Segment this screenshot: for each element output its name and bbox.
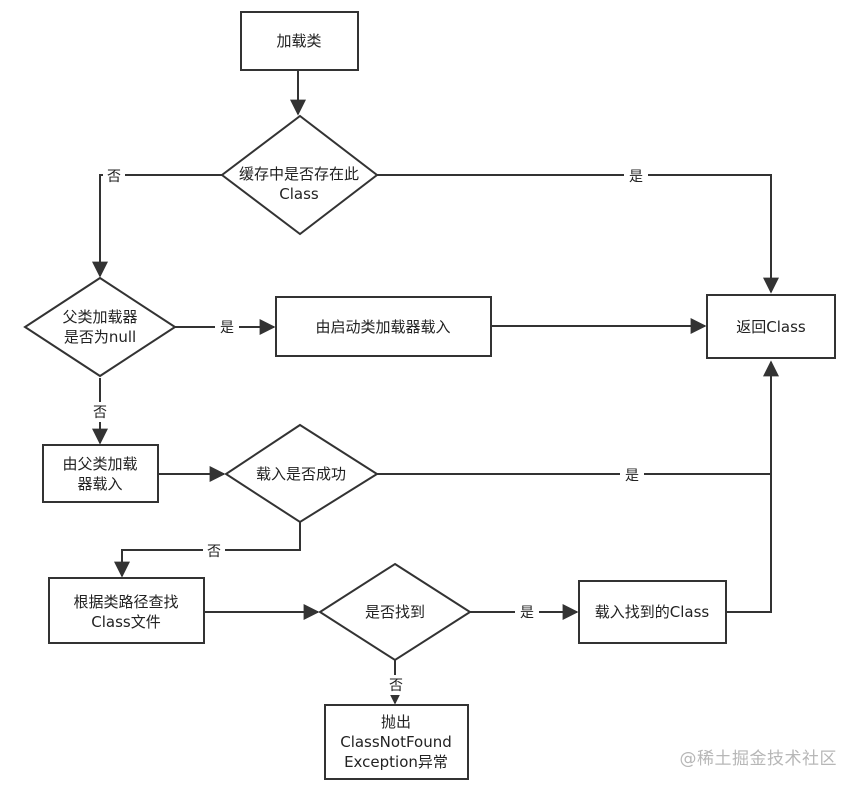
node-find-by-path bbox=[48, 577, 205, 644]
text-load-found: 载入找到的Class bbox=[595, 603, 710, 621]
node-return-class bbox=[706, 294, 836, 359]
edge-load-found-to-return bbox=[726, 360, 779, 613]
edge-labels: 否 是 是 否 是 否 是 否 bbox=[89, 166, 648, 695]
node-load-class bbox=[240, 11, 359, 71]
text-return-class: 返回Class bbox=[736, 318, 806, 336]
label-cache-yes: 是 bbox=[629, 169, 643, 185]
node-cache-check bbox=[220, 114, 379, 236]
text-parent-load-line2: 器载入 bbox=[77, 475, 122, 493]
text-throw-exception-line1: 抛出 bbox=[381, 713, 411, 731]
label-success-yes: 是 bbox=[625, 468, 639, 484]
edge-cache-yes bbox=[377, 174, 779, 294]
text-throw-exception-line3: Exception异常 bbox=[344, 753, 448, 771]
watermark: @稀土掘金技术社区 bbox=[679, 749, 837, 769]
node-load-found bbox=[578, 580, 727, 644]
label-found-no: 否 bbox=[389, 678, 403, 694]
node-load-success bbox=[224, 423, 379, 524]
text-load-class: 加载类 bbox=[276, 32, 321, 50]
label-found-yes: 是 bbox=[520, 605, 534, 621]
label-null-yes: 是 bbox=[220, 320, 234, 336]
text-parent-null-line2: 是否为null bbox=[64, 328, 136, 346]
text-find-by-path-line1: 根据类路径查找 bbox=[73, 593, 178, 611]
node-texts: 加载类 缓存中是否存在此 Class 父类加载器 是否为null 由启动类加载器… bbox=[62, 32, 805, 771]
text-found-check: 是否找到 bbox=[365, 603, 425, 621]
text-load-success: 载入是否成功 bbox=[256, 465, 346, 483]
text-bootstrap-load: 由启动类加载器载入 bbox=[315, 318, 450, 336]
label-success-no: 否 bbox=[207, 544, 221, 560]
node-throw-exception bbox=[324, 704, 469, 780]
label-null-no: 否 bbox=[93, 405, 107, 421]
node-parent-null bbox=[23, 276, 177, 378]
label-cache-no: 否 bbox=[107, 169, 121, 185]
edge-cache-no bbox=[92, 174, 222, 278]
text-parent-load-line1: 由父类加载 bbox=[62, 455, 137, 473]
text-cache-check-line2: Class bbox=[279, 185, 319, 203]
text-cache-check-line1: 缓存中是否存在此 bbox=[239, 165, 359, 183]
text-find-by-path-line2: Class文件 bbox=[91, 613, 160, 631]
text-throw-exception-line2: ClassNotFound bbox=[340, 733, 452, 751]
text-parent-null-line1: 父类加载器 bbox=[62, 308, 137, 326]
node-found-check bbox=[318, 562, 472, 662]
node-parent-load bbox=[42, 444, 159, 503]
nodes bbox=[23, 11, 836, 780]
node-bootstrap-load bbox=[275, 296, 492, 357]
